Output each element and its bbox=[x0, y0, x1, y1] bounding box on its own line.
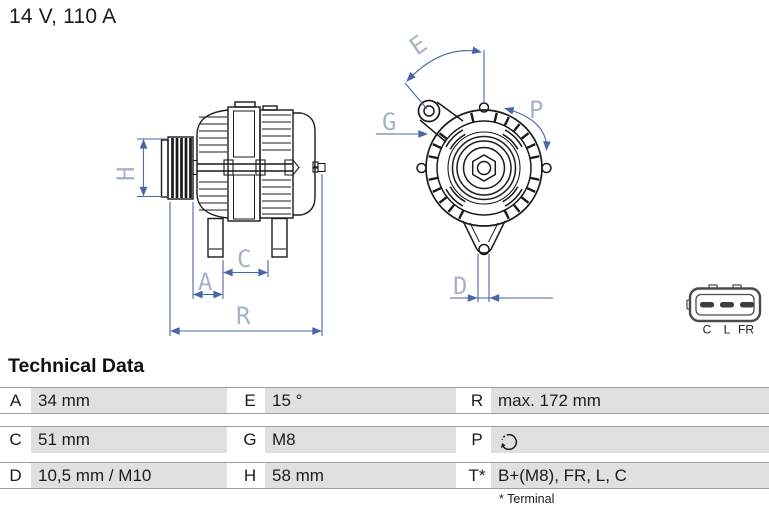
rotation-direction-icon bbox=[500, 433, 518, 450]
dimension-label-a: A bbox=[198, 268, 213, 296]
pulley bbox=[160, 136, 194, 200]
terminal-stud bbox=[312, 161, 326, 173]
dimension-label-d: D bbox=[453, 272, 467, 300]
spec-value-cell: M8 bbox=[265, 427, 456, 453]
spec-label-cell: D bbox=[0, 463, 31, 488]
spec-value-cell: max. 172 mm bbox=[491, 388, 769, 413]
mounting-arm-upper bbox=[417, 99, 464, 143]
mounting-feet bbox=[207, 217, 288, 258]
spec-value-cell: 51 mm bbox=[31, 427, 227, 453]
spec-label-cell: A bbox=[0, 388, 31, 413]
spec-label-cell: G bbox=[235, 427, 265, 453]
rear-cover bbox=[293, 112, 316, 216]
table-row: A 34 mm E 15 ° R max. 172 mm bbox=[0, 387, 769, 414]
spec-label-cell: P bbox=[463, 427, 491, 453]
spec-value-cell: 34 mm bbox=[31, 388, 227, 413]
page-title: 14 V, 110 A bbox=[9, 5, 117, 28]
connector-pin-slot bbox=[700, 302, 714, 308]
connector-pin-label-fr: FR bbox=[738, 323, 754, 337]
technical-data-table: A 34 mm E 15 ° R max. 172 mm C 51 mm G M… bbox=[0, 387, 769, 489]
column-gap bbox=[456, 388, 463, 413]
terminal-footnote: * Terminal bbox=[499, 492, 555, 506]
technical-drawing: H A C R E G P D C L bbox=[112, 30, 762, 337]
alternator-side-view bbox=[160, 101, 326, 258]
spec-value-cell: B+(M8), FR, L, C bbox=[491, 463, 769, 488]
connector-pin-slot bbox=[720, 302, 734, 308]
rotation-direction-arc bbox=[504, 107, 551, 151]
dimension-label-g: G bbox=[382, 108, 396, 136]
dimension-labels: H A C R E G P D bbox=[112, 30, 543, 330]
column-gap bbox=[227, 388, 235, 413]
dimension-label-c: C bbox=[237, 245, 251, 273]
column-gap bbox=[456, 427, 463, 453]
connector-diagram: C L FR bbox=[686, 284, 762, 337]
shaft-hex-nut bbox=[471, 154, 497, 182]
table-row: C 51 mm G M8 P bbox=[0, 426, 769, 453]
connector-pin-label-c: C bbox=[703, 323, 712, 337]
spec-label-cell: R bbox=[463, 388, 491, 413]
dimension-e-arc bbox=[406, 46, 482, 82]
alternator-front-view bbox=[416, 99, 552, 256]
spec-value-cell: 58 mm bbox=[265, 463, 456, 488]
column-gap bbox=[227, 427, 235, 453]
section-heading: Technical Data bbox=[8, 355, 145, 377]
spec-label-cell: C bbox=[0, 427, 31, 453]
dimension-label-p: P bbox=[529, 96, 543, 124]
through-bolt bbox=[192, 159, 300, 176]
right-lug bbox=[541, 162, 552, 174]
connector-pin-slot bbox=[740, 302, 754, 308]
dimension-label-e: E bbox=[404, 30, 432, 61]
mounting-arm-lower bbox=[462, 220, 506, 256]
spec-value-cell: 10,5 mm / M10 bbox=[31, 463, 227, 488]
table-row: D 10,5 mm / M10 H 58 mm T* B+(M8), FR, L… bbox=[0, 462, 769, 489]
dimension-lines bbox=[137, 46, 553, 336]
spec-label-cell: T* bbox=[463, 463, 491, 488]
dimension-label-h: H bbox=[112, 167, 140, 181]
column-gap bbox=[456, 463, 463, 488]
connector-pin-label-l: L bbox=[724, 323, 731, 337]
column-gap bbox=[227, 463, 235, 488]
left-lug bbox=[416, 162, 427, 174]
spec-value-cell: 15 ° bbox=[265, 388, 456, 413]
spec-value-cell bbox=[491, 427, 769, 453]
dimension-label-r: R bbox=[236, 302, 251, 330]
vent-slots bbox=[427, 111, 541, 220]
spec-label-cell: H bbox=[235, 463, 265, 488]
spec-label-cell: E bbox=[235, 388, 265, 413]
